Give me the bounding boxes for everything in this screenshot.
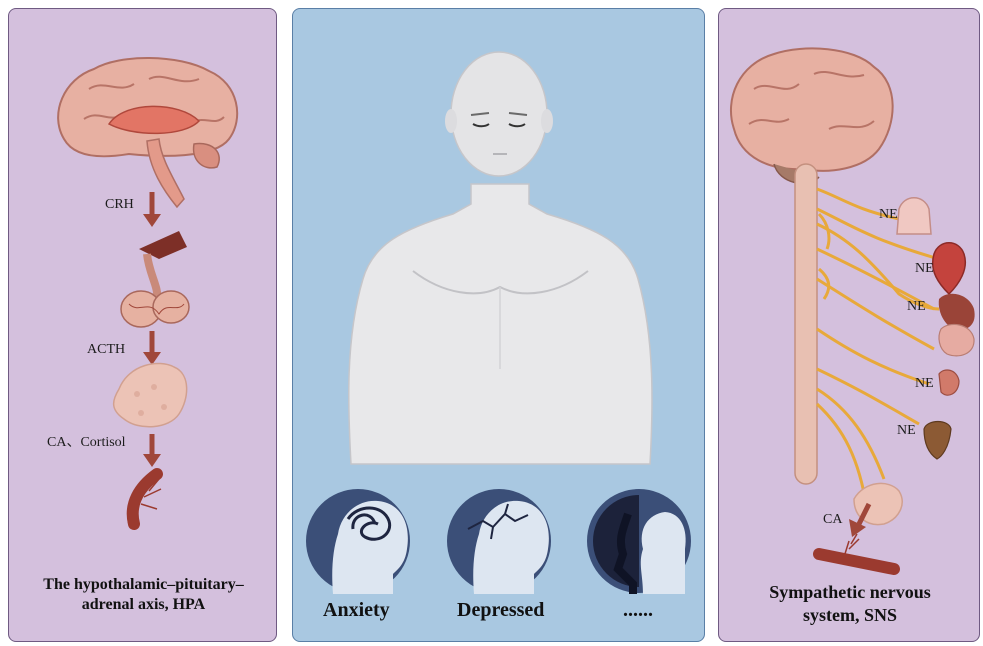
ca-cortisol-label: CA、Cortisol xyxy=(47,431,126,451)
spinal-cord-icon xyxy=(795,164,817,484)
blood-vessel-icon xyxy=(133,474,161,524)
intestines-icon xyxy=(939,324,974,355)
emotion-panel: Anxiety Depressed ...... xyxy=(292,8,705,642)
adrenal-gland-icon xyxy=(114,363,187,426)
ne-label-liver: NE xyxy=(907,299,926,315)
anxiety-label: Anxiety xyxy=(323,599,390,622)
ne-label-kidney: NE xyxy=(915,376,934,392)
kidney-icon xyxy=(939,370,959,395)
ne-label-heart: NE xyxy=(915,261,934,277)
hpa-panel: CRH ACTH CA、Cortisol The hypothalamic–pi… xyxy=(8,8,277,642)
brain-icon xyxy=(58,58,237,207)
human-figure-illustration xyxy=(293,9,706,643)
sns-illustration xyxy=(719,9,981,643)
hpa-title-line-1: The hypothalamic–pituitary– xyxy=(13,575,274,595)
heart-icon xyxy=(933,243,966,294)
arrow-icon xyxy=(143,192,161,227)
hpa-title: The hypothalamic–pituitary– adrenal axis… xyxy=(13,575,274,615)
sns-panel: NE NE NE NE NE CA Sympathetic nervous sy… xyxy=(718,8,980,642)
ca-label: CA xyxy=(823,512,842,528)
crh-label: CRH xyxy=(105,197,134,213)
blood-vessel-icon xyxy=(819,534,894,569)
pituitary-gland-icon xyxy=(121,231,189,327)
depressed-label: Depressed xyxy=(457,599,544,622)
ne-label-lungs: NE xyxy=(879,207,898,223)
nerves-icon xyxy=(817,189,939,509)
ellipsis-label: ...... xyxy=(623,599,653,622)
ne-label-bladder: NE xyxy=(897,423,916,439)
brain-icon xyxy=(731,48,893,183)
sns-title-line-2: system, SNS xyxy=(723,604,977,627)
arrow-icon xyxy=(143,434,161,467)
acth-label: ACTH xyxy=(87,342,125,358)
sns-title-line-1: Sympathetic nervous xyxy=(723,581,977,604)
hpa-title-line-2: adrenal axis, HPA xyxy=(13,595,274,615)
hpa-illustration xyxy=(9,9,278,643)
arrow-icon xyxy=(143,331,161,365)
bladder-icon xyxy=(924,422,951,460)
more-states-icon xyxy=(587,489,691,594)
head-icon xyxy=(445,52,553,176)
sns-title: Sympathetic nervous system, SNS xyxy=(723,581,977,626)
lungs-icon xyxy=(897,198,931,234)
anxiety-icon xyxy=(306,489,410,594)
depressed-icon xyxy=(447,489,551,594)
